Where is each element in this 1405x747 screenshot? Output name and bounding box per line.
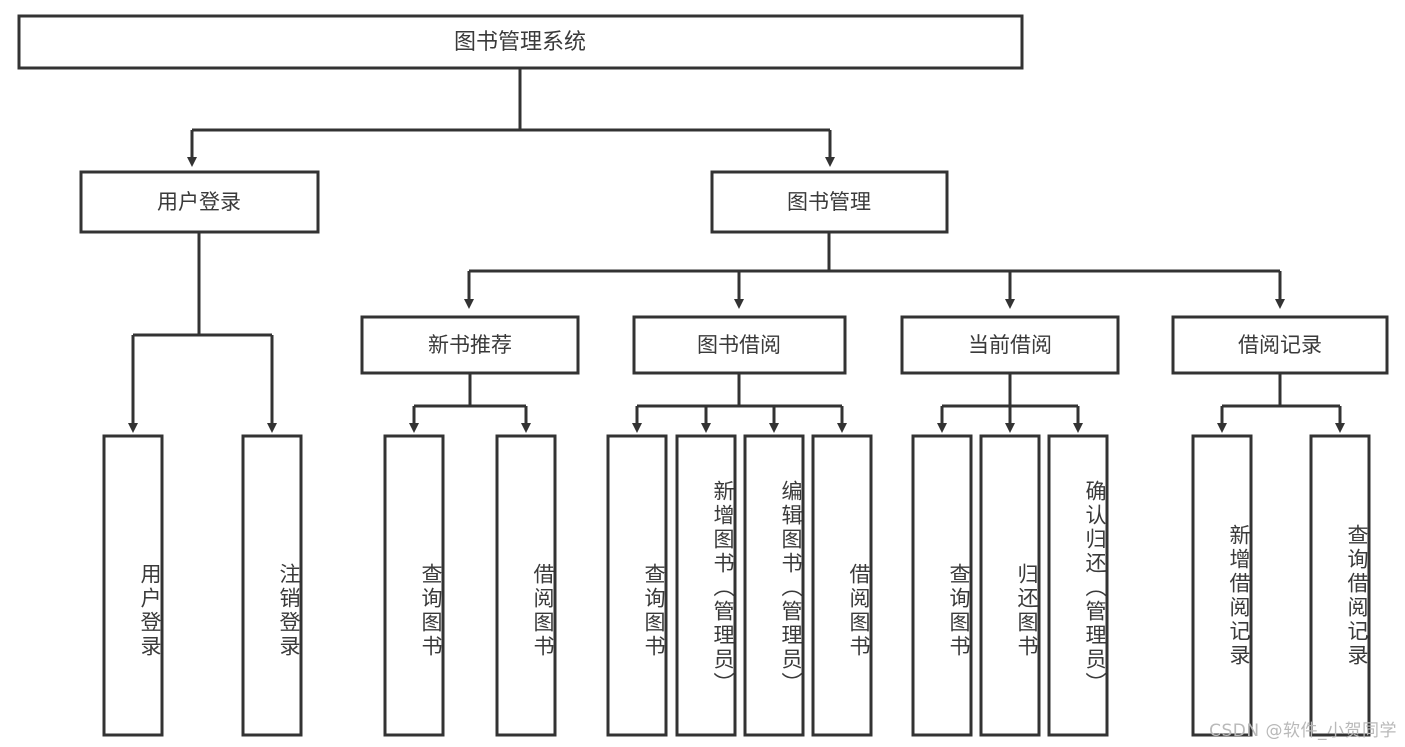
leaf-box-book-borrow-0[interactable] (606, 434, 668, 737)
node-box-root[interactable] (17, 14, 1024, 70)
node-label-new-book-recommend: 新书推荐 (428, 333, 512, 357)
csdn-watermark: CSDN @软件_小贺同学 (1209, 721, 1397, 741)
node-box-book-manage[interactable] (710, 170, 949, 234)
leaf-box-book-borrow-3[interactable] (811, 434, 873, 737)
node-label-book-borrow: 图书借阅 (697, 333, 781, 357)
node-box-borrow-record[interactable] (1171, 315, 1389, 375)
node-box-new-book-recommend[interactable] (360, 315, 580, 375)
node-label-borrow-record: 借阅记录 (1238, 333, 1322, 357)
node-label-book-manage: 图书管理 (787, 190, 871, 214)
leaf-box-new-book-0[interactable] (383, 434, 445, 737)
leaf-box-current-borrow-0[interactable] (911, 434, 973, 737)
node-label-current-borrow: 当前借阅 (968, 333, 1052, 357)
leaf-box-user-login-0[interactable] (102, 434, 164, 737)
leaf-box-current-borrow-2[interactable] (1047, 434, 1109, 737)
leaf-box-book-borrow-1[interactable] (675, 434, 737, 737)
leaf-box-book-borrow-2[interactable] (743, 434, 805, 737)
leaf-box-user-login-1[interactable] (241, 434, 303, 737)
node-box-current-borrow[interactable] (900, 315, 1120, 375)
leaf-box-borrow-record-0[interactable] (1191, 434, 1253, 737)
node-box-book-borrow[interactable] (632, 315, 847, 375)
node-label-root: 图书管理系统 (454, 30, 586, 55)
leaf-box-new-book-1[interactable] (495, 434, 557, 737)
node-label-user-login: 用户登录 (157, 190, 241, 214)
leaf-box-current-borrow-1[interactable] (979, 434, 1041, 737)
leaf-box-borrow-record-1[interactable] (1309, 434, 1371, 737)
